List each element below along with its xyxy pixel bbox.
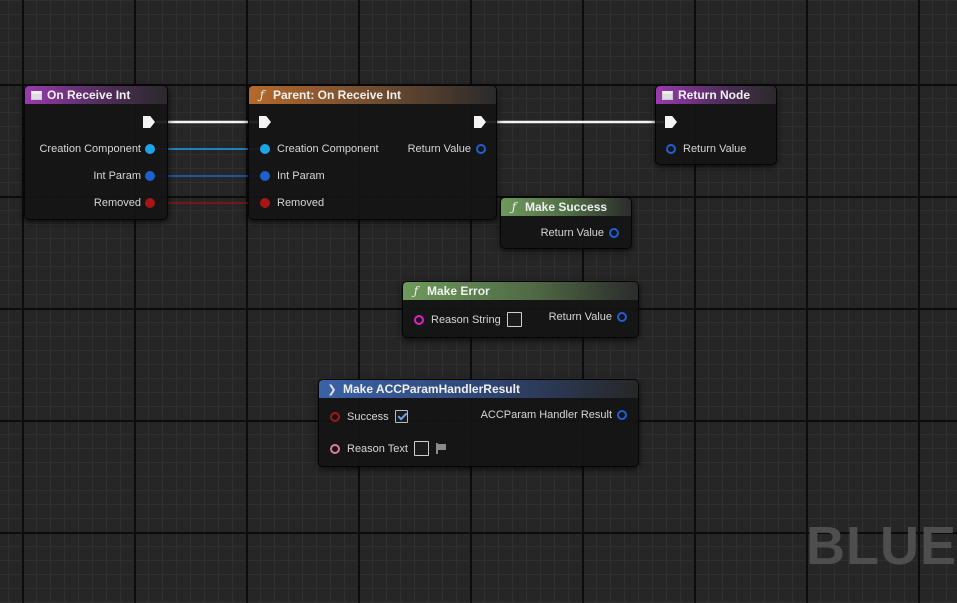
node-on-receive-int[interactable]: On Receive Int Creation Component Int Pa…: [24, 85, 168, 220]
struct-pin-out[interactable]: [617, 312, 627, 322]
pin-label: Reason String: [431, 313, 501, 326]
exec-in-pin-row[interactable]: [665, 116, 677, 128]
pin-row-reason-string[interactable]: Reason String: [414, 312, 522, 327]
int-pin-out[interactable]: [145, 171, 155, 181]
exec-out-pin-row[interactable]: [143, 116, 155, 128]
node-return-node[interactable]: Return Node Return Value: [655, 85, 777, 165]
struct-pin-out[interactable]: [617, 410, 627, 420]
pin-row-int-param[interactable]: Int Param: [93, 170, 155, 182]
pin-label: Creation Component: [277, 143, 379, 155]
node-header[interactable]: ƒ Make Error: [403, 282, 638, 300]
pin-label: Success: [347, 410, 389, 423]
event-box-icon: [662, 90, 673, 100]
node-title: On Receive Int: [47, 88, 131, 102]
pin-row-int-param[interactable]: Int Param: [260, 170, 325, 182]
pin-label: Creation Component: [39, 143, 141, 155]
make-struct-icon: ❯: [327, 383, 337, 396]
node-header[interactable]: On Receive Int: [25, 86, 167, 104]
int-pin-in[interactable]: [260, 171, 270, 181]
node-title: Return Node: [678, 88, 750, 102]
success-checkbox[interactable]: [394, 410, 408, 423]
node-header[interactable]: ❯ Make ACCParamHandlerResult: [319, 380, 638, 398]
pin-row-removed[interactable]: Removed: [260, 197, 324, 209]
pin-label: Int Param: [277, 170, 325, 182]
function-f-icon: ƒ: [413, 284, 419, 298]
pin-label: ACCParam Handler Result: [480, 409, 612, 421]
string-pin-in[interactable]: [414, 314, 424, 325]
object-pin-out[interactable]: [145, 144, 155, 154]
pin-row-creation-component[interactable]: Creation Component: [260, 143, 379, 155]
pin-label: Return Value: [683, 143, 747, 155]
reason-string-input[interactable]: [506, 312, 522, 327]
node-make-error[interactable]: ƒ Make Error Reason String Return Value: [402, 281, 639, 338]
node-make-acc-param-handler-result[interactable]: ❯ Make ACCParamHandlerResult Success ACC…: [318, 379, 639, 467]
pin-label: Return Value: [540, 227, 604, 239]
node-header[interactable]: Return Node: [656, 86, 776, 104]
node-title: Make ACCParamHandlerResult: [343, 382, 520, 396]
node-parent-on-receive-int[interactable]: ƒ Parent: On Receive Int Creation Compon…: [248, 85, 497, 220]
node-title: Make Error: [427, 284, 490, 298]
bool-pin-out[interactable]: [145, 198, 155, 208]
pin-label: Reason Text: [347, 442, 408, 455]
pin-label: Removed: [93, 197, 141, 209]
exec-in-pin[interactable]: [259, 116, 271, 128]
pin-label: Return Value: [407, 143, 471, 155]
pin-row-reason-text[interactable]: Reason Text: [330, 441, 446, 456]
blueprint-watermark: BLUE: [806, 516, 957, 576]
struct-pin-in[interactable]: [666, 144, 676, 154]
exec-in-pin[interactable]: [665, 116, 677, 128]
node-header[interactable]: ƒ Make Success: [501, 198, 631, 216]
text-pin-in[interactable]: [330, 443, 340, 454]
pin-row-result[interactable]: ACCParam Handler Result: [481, 409, 627, 421]
pin-row-success[interactable]: Success: [330, 410, 408, 423]
struct-pin-out[interactable]: [476, 144, 486, 154]
struct-pin-out[interactable]: [609, 228, 619, 238]
exec-out-pin[interactable]: [143, 116, 155, 128]
event-box-icon: [31, 90, 42, 100]
pin-row-creation-component[interactable]: Creation Component: [39, 143, 155, 155]
node-title: Make Success: [525, 200, 608, 214]
bool-pin-in[interactable]: [330, 411, 340, 422]
reason-text-input[interactable]: [413, 441, 429, 456]
node-make-success[interactable]: ƒ Make Success Return Value: [500, 197, 632, 249]
node-header[interactable]: ƒ Parent: On Receive Int: [249, 86, 496, 104]
flag-icon[interactable]: [435, 443, 446, 454]
pin-row-return-value[interactable]: Return Value: [541, 227, 619, 239]
pin-label: Int Param: [93, 170, 141, 182]
pin-row-removed[interactable]: Removed: [94, 197, 155, 209]
exec-out-pin[interactable]: [474, 116, 486, 128]
function-f-icon: ƒ: [259, 88, 265, 102]
pin-row-return-value[interactable]: Return Value: [408, 143, 486, 155]
pin-row-return-value[interactable]: Return Value: [549, 311, 627, 323]
exec-in-pin-row[interactable]: [259, 116, 271, 128]
object-pin-in[interactable]: [260, 144, 270, 154]
pin-row-return-value[interactable]: Return Value: [666, 143, 746, 155]
pin-label: Return Value: [548, 311, 612, 323]
node-title: Parent: On Receive Int: [273, 88, 402, 102]
pin-label: Removed: [277, 197, 325, 209]
function-f-icon: ƒ: [511, 200, 517, 214]
bool-pin-in[interactable]: [260, 198, 270, 208]
exec-out-pin-row[interactable]: [474, 116, 486, 128]
